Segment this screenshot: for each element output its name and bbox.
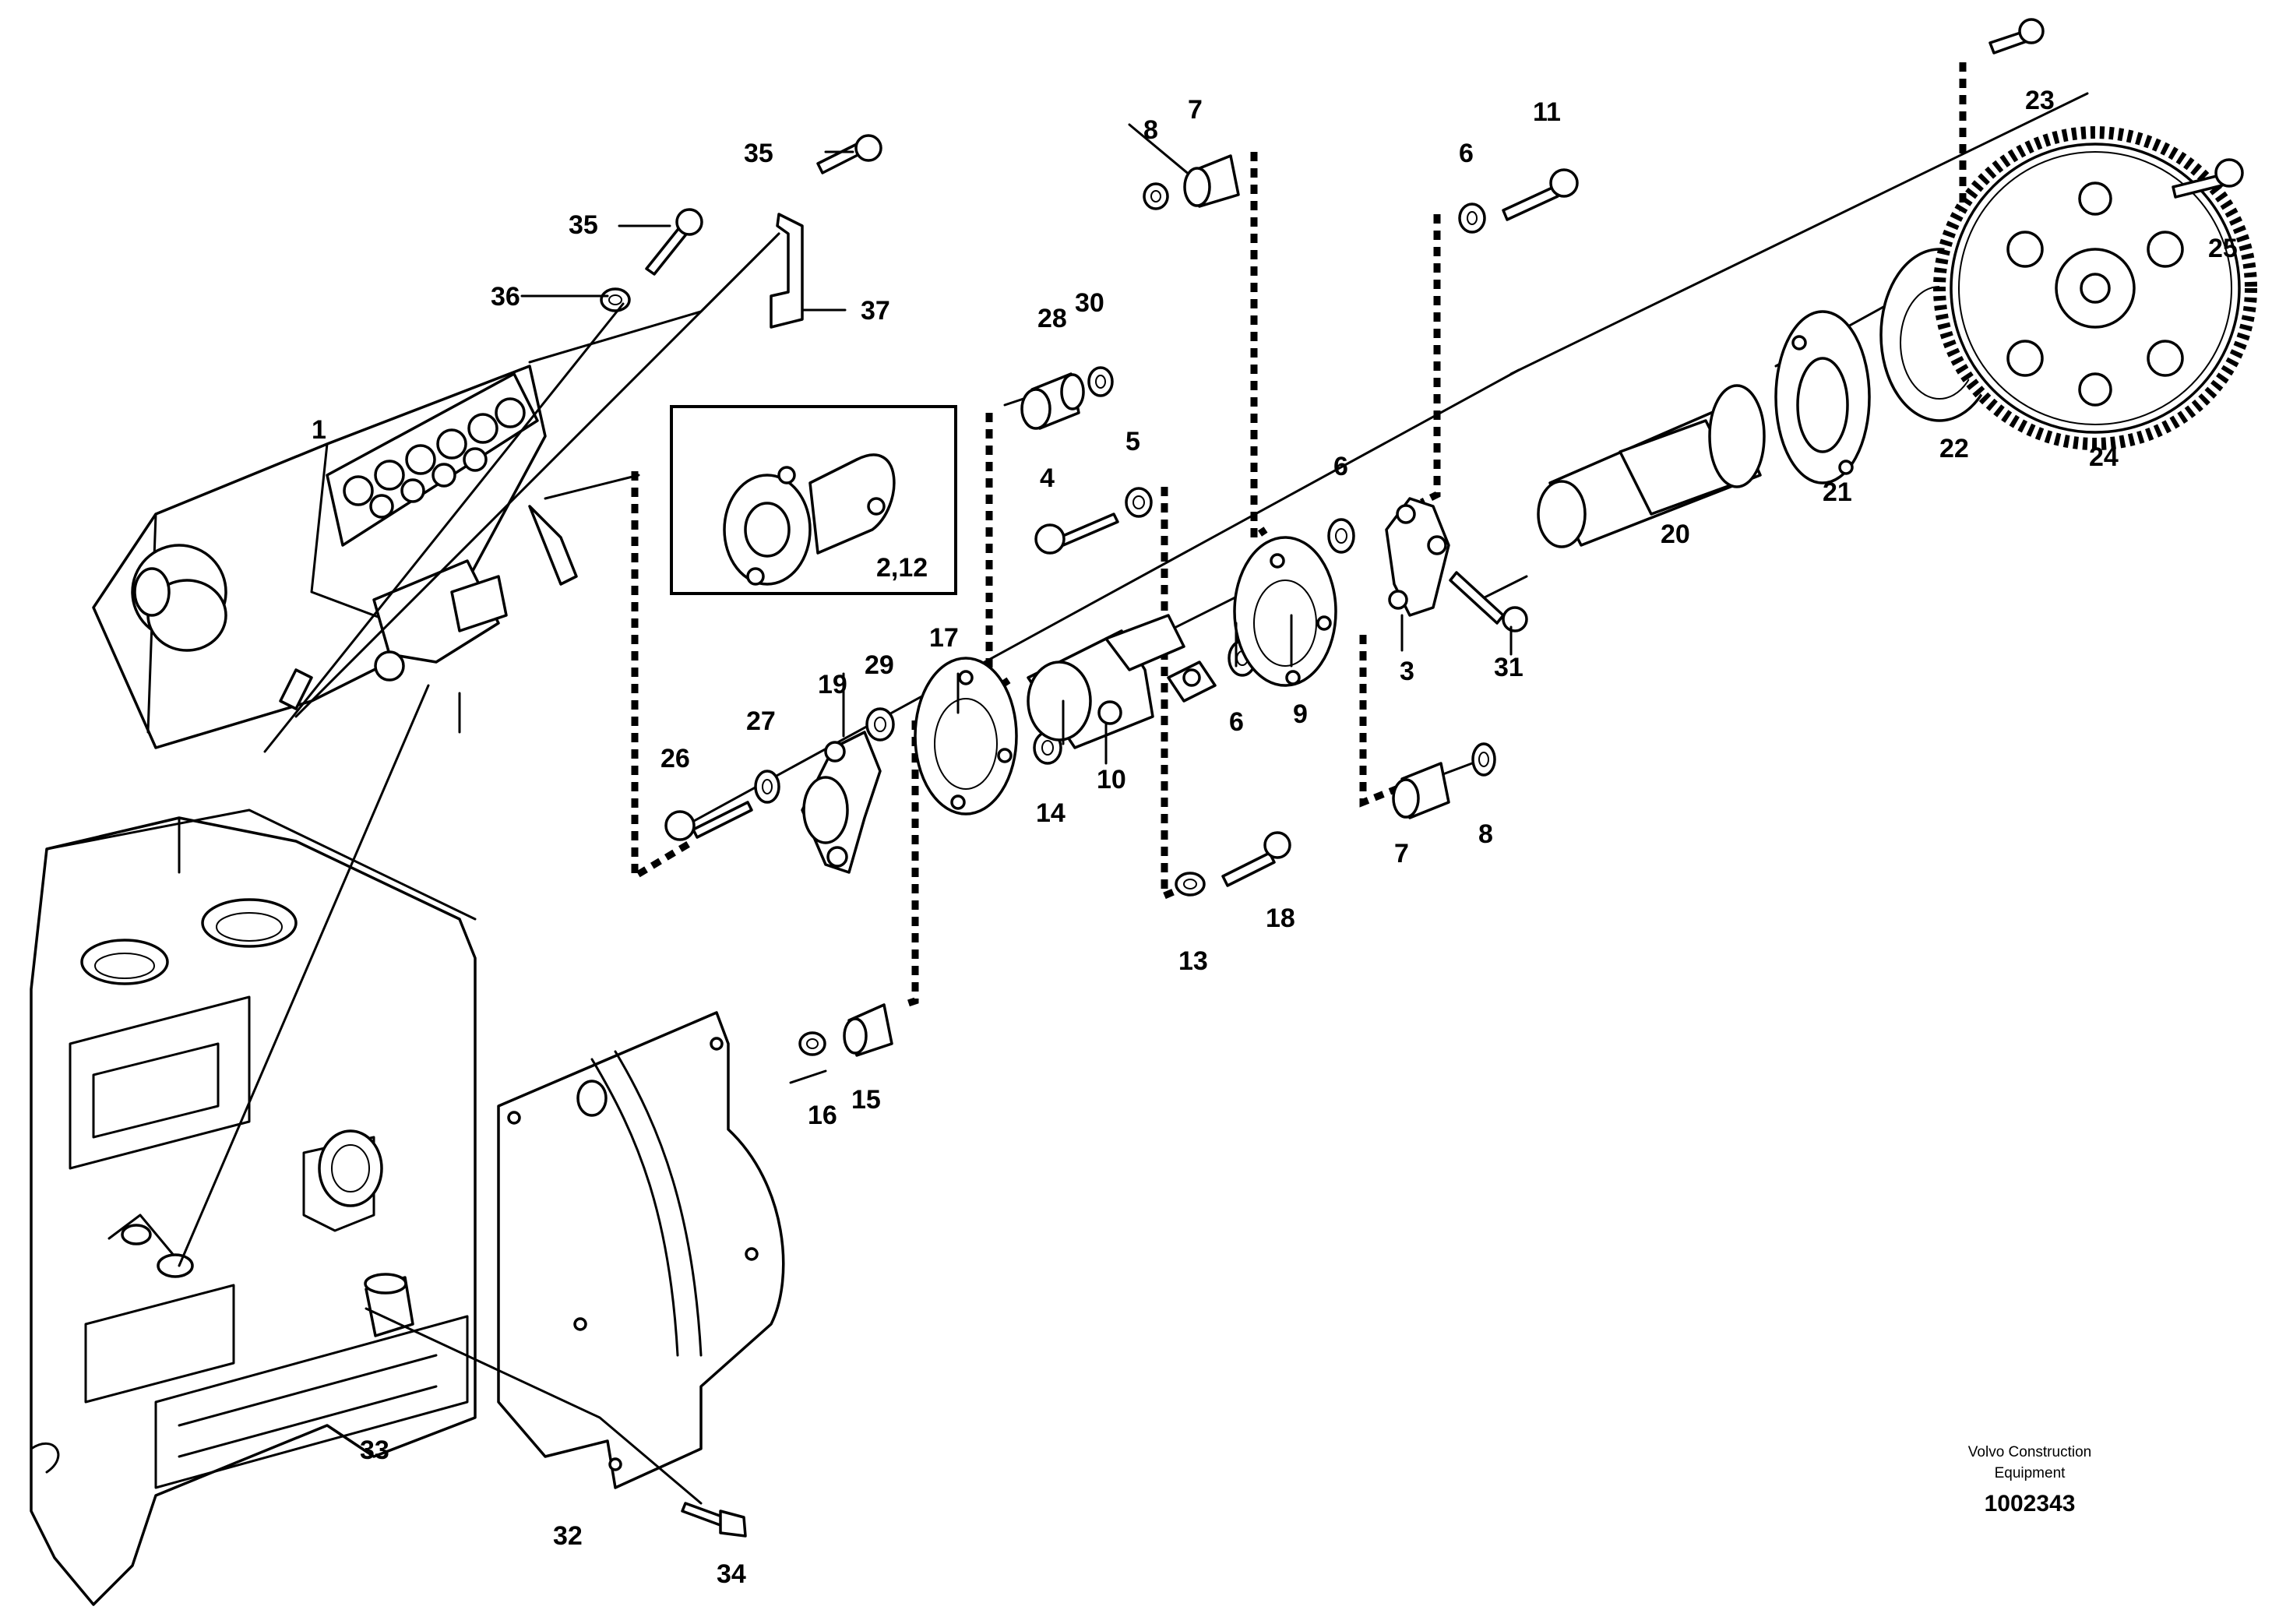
bolt-part-35-upper	[816, 134, 882, 174]
callout-35-lower: 35	[569, 210, 598, 240]
callout-37: 37	[861, 296, 890, 326]
sleeve-part-7-lower	[1392, 762, 1450, 819]
callout-23: 23	[2025, 86, 2055, 115]
bolt-part-31	[1449, 571, 1528, 632]
spacer-part-center	[1167, 661, 1217, 703]
callout-6-lower: 6	[1229, 707, 1244, 737]
callout-6-mid: 6	[1333, 452, 1348, 481]
callout-5: 5	[1125, 427, 1140, 456]
washer-part-6-mid	[1327, 518, 1355, 554]
callout-35-upper: 35	[744, 139, 773, 168]
callout-29: 29	[865, 650, 894, 680]
gear-part-24	[1933, 126, 2257, 450]
bracket-part-37	[770, 213, 804, 329]
bolt-part-34	[681, 1502, 747, 1538]
callout-19: 19	[818, 670, 847, 699]
plate-part-17	[914, 657, 1018, 816]
callout-13: 13	[1178, 946, 1208, 976]
callout-21: 21	[1823, 477, 1852, 507]
bolt-part-4	[1034, 513, 1119, 555]
dowel-part-33	[364, 1273, 414, 1337]
callout-17: 17	[929, 623, 959, 653]
publisher-credit: Volvo Construction Equipment 1002343	[1968, 1444, 2091, 1517]
pump-delivery-valves	[343, 397, 526, 519]
callout-31: 31	[1494, 653, 1523, 682]
washer-part-6-upper	[1458, 203, 1486, 234]
callout-8-upper: 8	[1143, 115, 1158, 145]
credit-line-2: Equipment	[1995, 1465, 2066, 1481]
callout-18: 18	[1266, 904, 1295, 933]
callout-27: 27	[746, 706, 776, 736]
callout-28: 28	[1037, 304, 1067, 333]
callout-15: 15	[851, 1085, 881, 1115]
callout-30: 30	[1075, 288, 1104, 318]
plate-part-9	[1233, 536, 1337, 687]
callout-26: 26	[660, 744, 690, 773]
callout-24: 24	[2089, 442, 2119, 472]
callout-1: 1	[312, 415, 326, 445]
callout-leaders	[458, 150, 1513, 765]
bolt-part-23	[1988, 18, 2045, 55]
bushing-part-28	[1020, 372, 1085, 430]
exploded-axis-lines	[178, 92, 2089, 1505]
bolt-part-18	[1221, 831, 1291, 887]
nut-part-8-lower	[1471, 742, 1496, 777]
callout-34: 34	[717, 1559, 746, 1589]
bracket-part-3	[1385, 497, 1450, 617]
washer-part-29	[865, 707, 895, 742]
flange-part-19	[801, 731, 882, 874]
callout-2-12: 2,12	[876, 553, 928, 583]
part-callouts: 1 2,12 3 4 5 6 6 6 7 7 8 8 9 10 11 13 14…	[312, 86, 2238, 1589]
callout-32: 32	[553, 1521, 583, 1551]
nut-part-8-upper	[1143, 182, 1169, 210]
washer-part-5	[1125, 487, 1153, 518]
callout-7-lower: 7	[1394, 839, 1409, 868]
hub-part-10	[1027, 614, 1185, 749]
washer-part-30	[1087, 366, 1114, 397]
drive-shaft-part-20	[1537, 384, 1766, 548]
callout-3: 3	[1400, 657, 1414, 686]
callout-6-upper: 6	[1459, 139, 1474, 168]
bolt-part-35-lower	[645, 208, 703, 276]
callout-7-upper: 7	[1188, 95, 1203, 125]
callout-14: 14	[1036, 798, 1066, 828]
bolt-part-11	[1502, 168, 1579, 221]
sleeve-part-15	[843, 1003, 893, 1057]
bolt-part-25	[2172, 158, 2244, 199]
washer-part-36	[600, 287, 631, 312]
callout-10: 10	[1097, 765, 1126, 794]
washer-part-13	[1175, 872, 1206, 897]
sleeve-part-7-upper	[1183, 154, 1240, 208]
document-number: 1002343	[1985, 1491, 2076, 1517]
bearing-part-21	[1774, 310, 1871, 484]
callout-4: 4	[1040, 463, 1055, 493]
callout-11: 11	[1533, 97, 1561, 127]
injection-pump-part-1	[92, 365, 578, 749]
callout-33: 33	[360, 1436, 389, 1465]
callout-22: 22	[1939, 434, 1969, 463]
callout-8-lower: 8	[1478, 819, 1493, 849]
credit-line-1: Volvo Construction	[1968, 1444, 2091, 1460]
callout-9: 9	[1293, 699, 1308, 729]
engine-block	[30, 808, 477, 1606]
nut-part-16	[798, 1031, 826, 1056]
callout-25: 25	[2208, 234, 2238, 263]
inset-detail-box	[670, 405, 957, 595]
bolt-part-26	[664, 801, 753, 841]
callout-16: 16	[808, 1101, 837, 1130]
cover-plate-part-32	[497, 1011, 785, 1489]
callout-20: 20	[1661, 520, 1690, 549]
washer-part-27	[754, 770, 780, 804]
callout-36: 36	[491, 282, 520, 312]
